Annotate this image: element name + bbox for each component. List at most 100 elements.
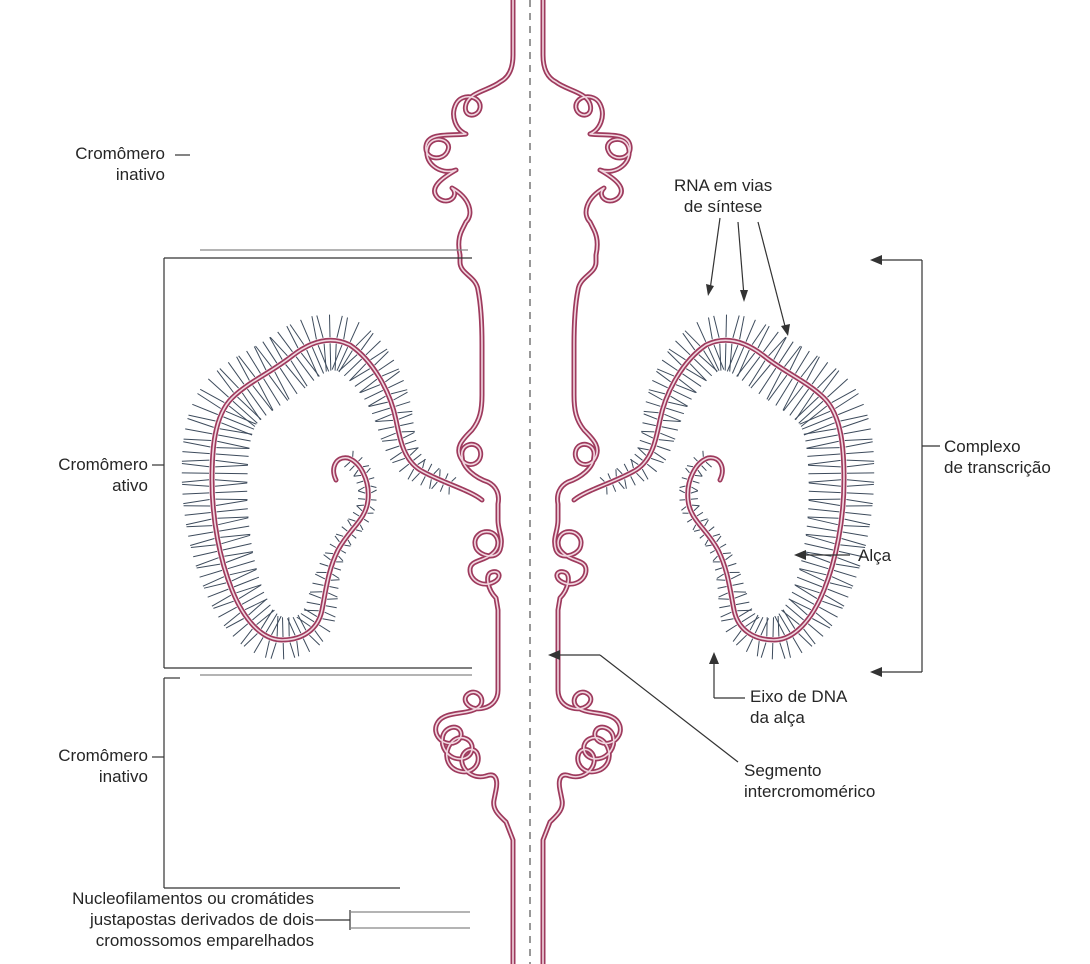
rna-fibril (329, 587, 338, 589)
rna-fibril (361, 333, 373, 350)
rna-fibril (847, 464, 874, 467)
rna-fibril (266, 641, 270, 658)
rna-fibril (190, 539, 214, 546)
rna-fibril (809, 500, 840, 505)
rna-fibril (687, 519, 692, 522)
rna-fibril (714, 345, 724, 370)
rna-fibril (216, 448, 249, 449)
rna-fibril (673, 390, 692, 399)
rna-fibril (381, 433, 396, 439)
rna-fibril (617, 468, 623, 474)
rna-fibril (182, 460, 210, 461)
rna-fibril (244, 634, 257, 647)
rna-fibril (371, 349, 388, 360)
rna-fibril (215, 465, 248, 467)
rna-fibril (725, 343, 726, 370)
rna-fibril (215, 483, 247, 486)
rna-fibril (642, 469, 648, 479)
rna-fibril (290, 325, 304, 345)
rna-fibril (226, 619, 244, 629)
rna-fibril (327, 599, 338, 600)
rna-fibril (726, 625, 737, 632)
rna-fibril (403, 432, 414, 438)
chromatid-right (543, 0, 844, 964)
rna-fibril (692, 505, 699, 506)
rna-fibril (218, 518, 248, 525)
rna-fibril (341, 551, 346, 554)
rna-fibril (845, 513, 871, 516)
rna-fibril (808, 518, 838, 525)
rna-fibril (320, 563, 329, 566)
rna-fibril (613, 485, 616, 492)
rna-fibril (218, 435, 250, 441)
rna-fibril (828, 589, 849, 597)
rna-fibril (283, 643, 284, 659)
rna-fibril (845, 439, 873, 440)
rna-fibril (353, 512, 359, 516)
rna-fibril (693, 525, 696, 530)
label-nucleofilaments: Nucleofilamentos ou cromátides justapost… (72, 888, 314, 951)
rna-fibril (266, 614, 277, 633)
rna-fibril (807, 526, 837, 531)
rna-fibril (350, 466, 355, 471)
rna-fibril (379, 360, 394, 370)
rna-fibril (625, 479, 627, 488)
rna-fibril (812, 619, 830, 629)
label-inactive-chromomere-top: Cromômero inativo (75, 143, 165, 185)
rna-fibril (304, 610, 318, 611)
rna-fibril (215, 480, 247, 482)
rna-fibril (727, 345, 738, 371)
rna-fibril (705, 520, 709, 526)
rna-fibril (352, 535, 356, 538)
rna-fibril (186, 519, 211, 525)
rna-fibril (414, 454, 422, 460)
label-line: da alça (750, 707, 847, 728)
rna-fibril (224, 613, 240, 626)
rna-fibril (784, 386, 804, 411)
rna-fibril (183, 500, 209, 504)
rna-fibril (718, 587, 727, 589)
rna-fibril (263, 342, 277, 364)
rna-fibril (642, 432, 653, 438)
rna-fibril (705, 540, 708, 545)
rna-fibril (356, 331, 371, 346)
rna-fibril (344, 462, 350, 467)
rna-fibril (657, 369, 674, 376)
rna-fibril (778, 616, 779, 637)
rna-fibril (776, 379, 793, 406)
rna-fibril (702, 466, 707, 471)
rna-fibril (718, 599, 729, 600)
rna-fibril (271, 643, 276, 659)
rna-fibril (198, 394, 221, 409)
rna-fibril (721, 619, 733, 621)
rna-fibril (799, 634, 812, 647)
rna-fibril (662, 427, 678, 430)
rna-fibril (680, 486, 686, 488)
rna-fibril (360, 385, 380, 393)
rna-fibril (216, 500, 247, 505)
rna-fibril (728, 563, 737, 566)
rna-fibril (324, 555, 331, 560)
rna-fibril (405, 440, 416, 444)
rna-fibril (733, 631, 741, 642)
rna-fibril (339, 556, 343, 561)
rna-fibril (654, 452, 666, 460)
label-line: de síntese (674, 196, 772, 217)
rna-fibril (801, 356, 817, 377)
rna-fibril (208, 589, 229, 597)
rna-fibril (656, 371, 670, 382)
rna-fibril (378, 427, 394, 430)
label-dna-axis: Eixo de DNA da alça (750, 686, 847, 728)
rna-fibril (356, 530, 362, 532)
rna-fibril (644, 414, 657, 419)
rna-fibril (278, 332, 293, 352)
rna-fibril (371, 486, 377, 488)
rna-fibril (223, 417, 254, 429)
rna-fibril (809, 499, 841, 500)
rna-fibril (315, 574, 325, 579)
rna-fibril (816, 613, 832, 626)
rna-fibril (223, 544, 252, 551)
rna-fibril (845, 519, 870, 525)
rna-fibril (312, 316, 317, 339)
rna-fibril (647, 464, 657, 472)
